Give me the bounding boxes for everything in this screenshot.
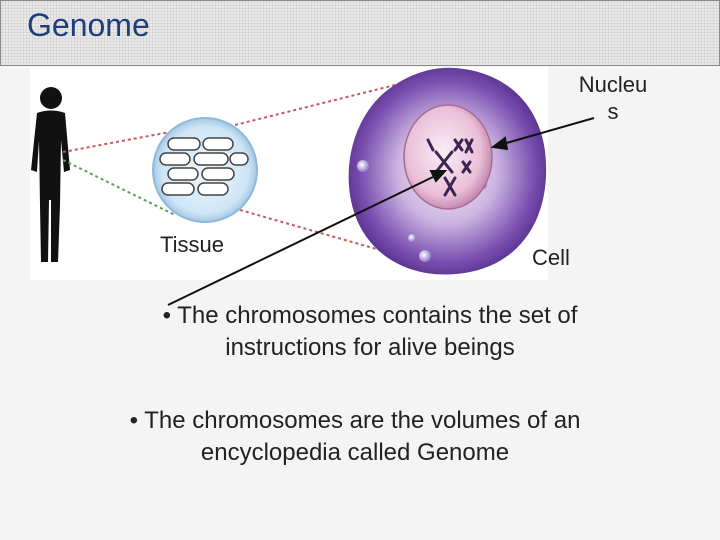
bullet-item: • The chromosomes contains the set of in… [95,300,645,364]
nucleus-label: Nucleu s [563,71,663,125]
chromosomes [426,138,474,197]
cell [348,67,547,275]
nucleus-label-line1: Nucleu [578,72,648,97]
title-bar: Genome [0,0,720,66]
pointer-arrows [167,117,595,306]
human-silhouette [31,87,70,262]
bullet-text-line2: encyclopedia called Genome [200,439,510,466]
tissue-label: Tissue [160,232,224,257]
bullet-text-line1: The chromosomes are the volumes of an [144,407,581,434]
bullet-item: • The chromosomes are the volumes of an … [60,405,650,469]
bullet-text-line1: The chromosomes contains the set of [177,302,578,329]
bullet-marker: • [129,407,138,434]
tissue-bubble [152,117,258,223]
bullet-text-line2: instructions for alive beings [225,334,515,361]
dotted-connectors [62,84,396,251]
slide-title: Genome [27,7,150,43]
bullet-marker: • [162,302,171,329]
cell-label: Cell [532,245,570,270]
nucleus-label-line2: s [607,99,619,124]
